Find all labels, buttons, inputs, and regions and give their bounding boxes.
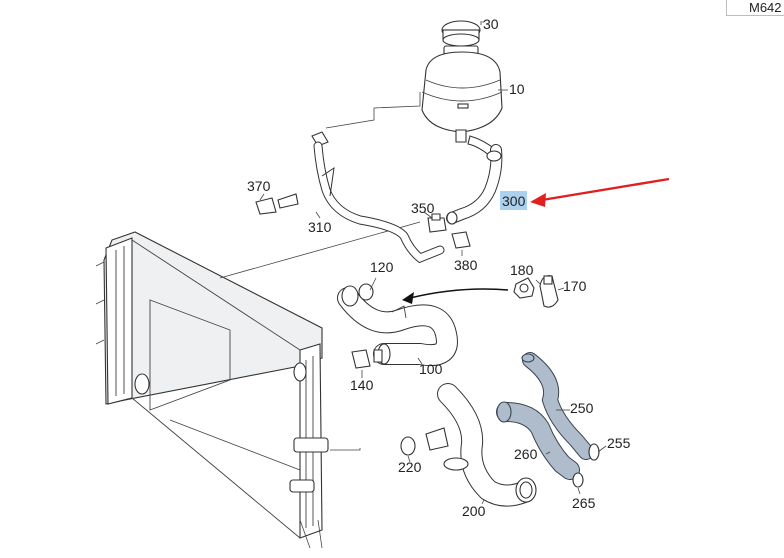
hose-260 <box>496 401 580 480</box>
label-350: 350 <box>411 200 435 216</box>
label-10: 10 <box>509 81 525 97</box>
clamp-350 <box>427 213 447 233</box>
radiator <box>95 221 421 549</box>
highlight-300 <box>500 191 527 210</box>
hose-300 <box>446 144 503 225</box>
hose-100 <box>337 283 458 366</box>
clamp-170 <box>539 275 559 308</box>
label-370: 370 <box>247 178 271 194</box>
clamp-140 <box>351 349 383 369</box>
label-265: 265 <box>572 495 596 511</box>
clamp-370 <box>255 193 299 215</box>
red-pointer-arrow <box>530 177 670 207</box>
label-310: 310 <box>308 219 332 235</box>
expansion-tank <box>421 20 508 157</box>
label-200: 200 <box>462 503 486 519</box>
clamp-380 <box>451 231 471 249</box>
label-140: 140 <box>350 377 374 393</box>
clamp-255 <box>588 443 600 461</box>
label-100: 100 <box>419 361 443 377</box>
label-380: 380 <box>454 257 478 273</box>
ring-220 <box>400 436 416 456</box>
label-255: 255 <box>607 435 631 451</box>
label-220: 220 <box>398 459 422 475</box>
label-260: 260 <box>514 446 538 462</box>
label-180: 180 <box>510 262 534 278</box>
fitting-180 <box>513 277 535 299</box>
label-300: 300 <box>502 193 526 209</box>
hose-200 <box>425 383 537 507</box>
diagram-code-box: M642 <box>726 0 784 16</box>
hose-310 <box>311 131 445 264</box>
label-120: 120 <box>370 259 394 275</box>
label-250: 250 <box>570 400 594 416</box>
label-170: 170 <box>563 278 587 294</box>
pointer-curve-arrow <box>409 288 509 299</box>
hose-250 <box>521 352 594 460</box>
leader-lines <box>259 21 607 505</box>
diagram-code: M642 <box>749 0 782 15</box>
ring-265 <box>572 472 584 488</box>
label-30: 30 <box>483 16 499 32</box>
